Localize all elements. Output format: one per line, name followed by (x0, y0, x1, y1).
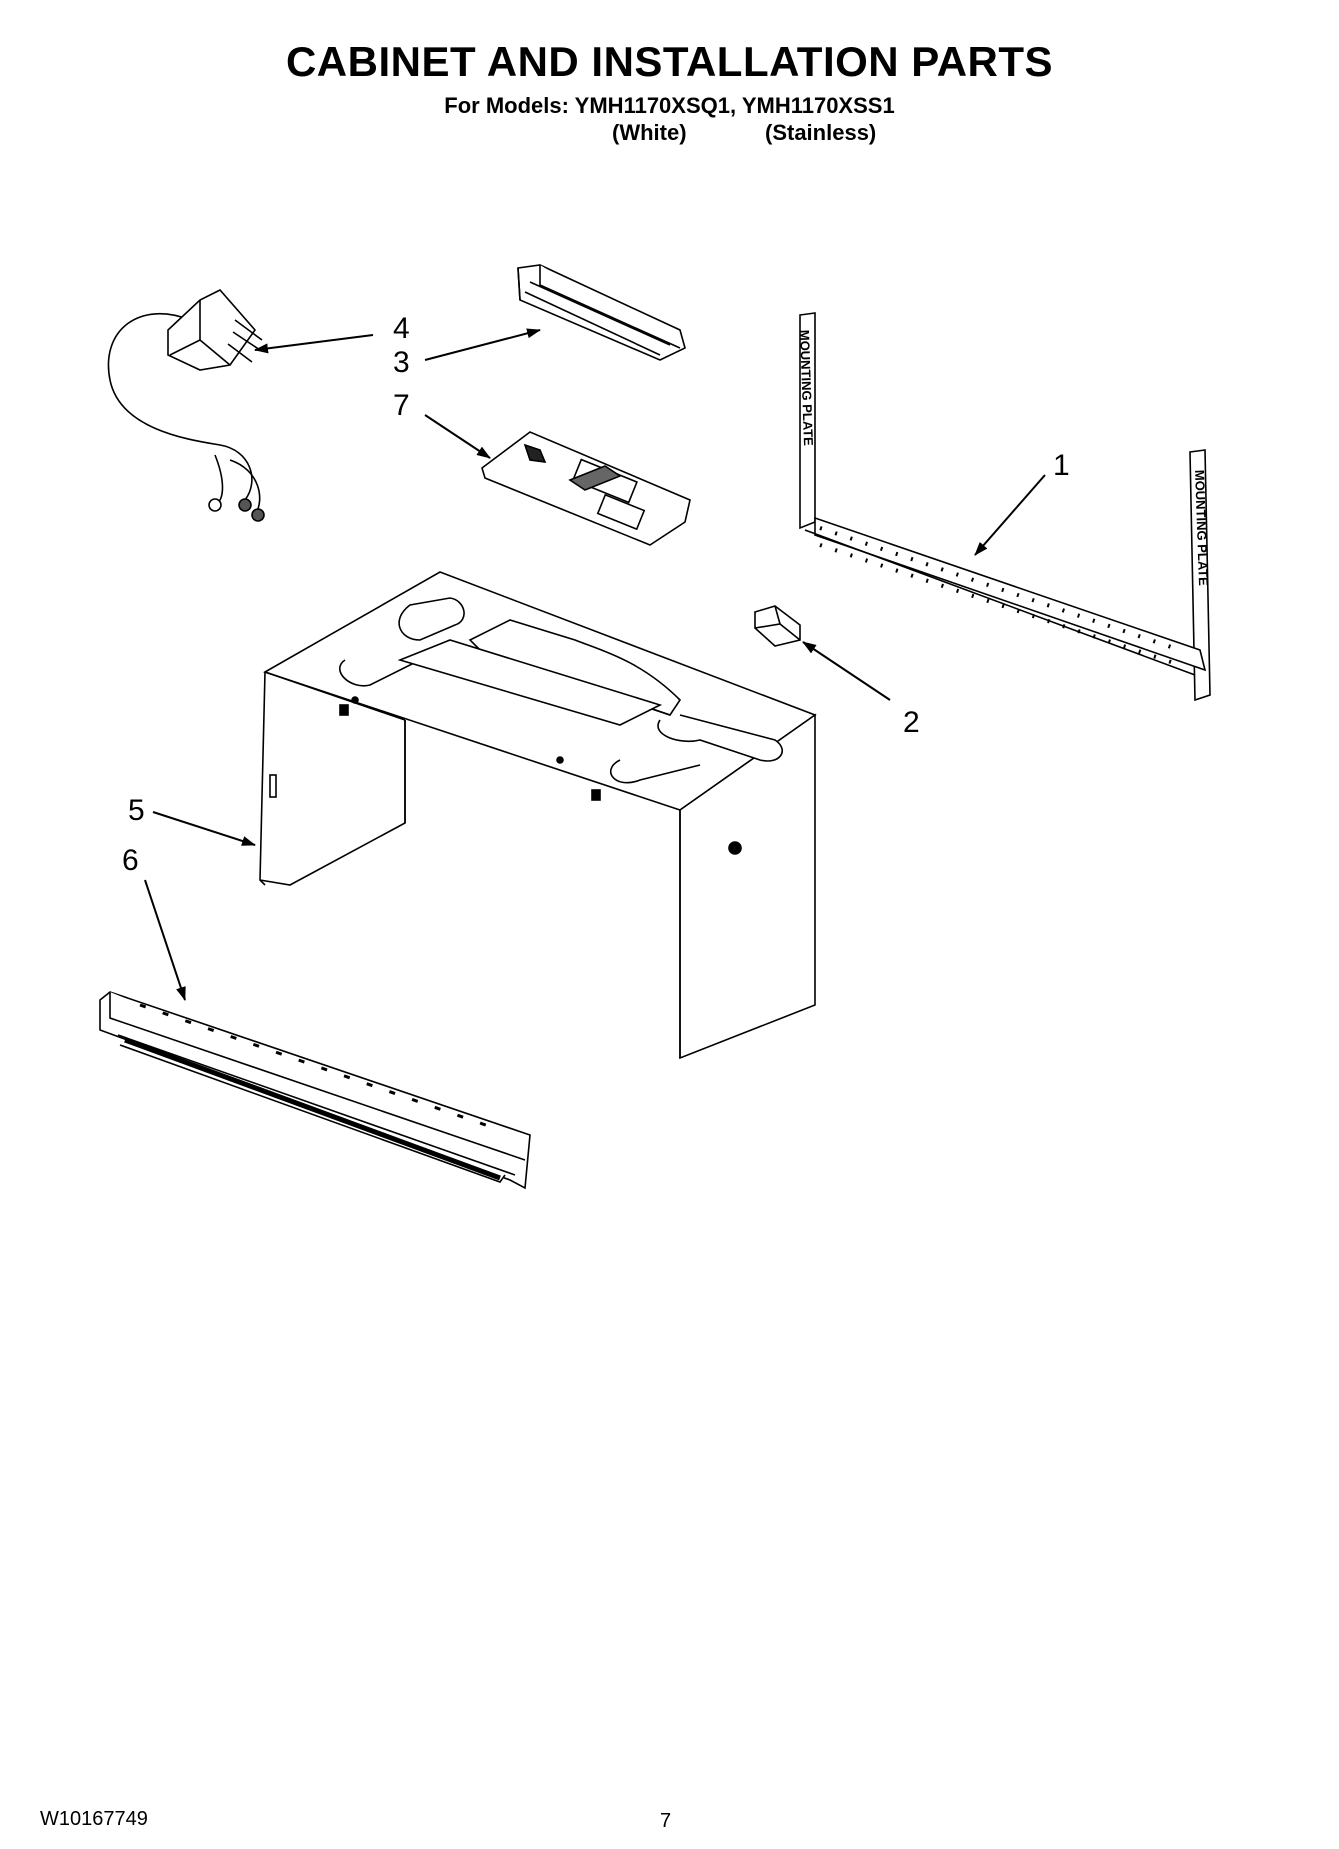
callout-3: 3 (393, 346, 410, 379)
variant-stainless-label: (Stainless) (765, 120, 877, 145)
mounting-plate-label-right: MOUNTING PLATE (1192, 470, 1211, 587)
grille-part (99, 991, 531, 1190)
callout-leaders (144, 328, 1046, 1001)
document-number: W10167749 (40, 1808, 148, 1830)
callout-4: 4 (393, 312, 410, 345)
vent-damper-part (517, 264, 686, 361)
callout-6: 6 (122, 844, 139, 877)
callout-5: 5 (128, 794, 145, 827)
mounting-plate-part: MOUNTING PLATE MOUNTING PLATE (797, 312, 1211, 702)
mounting-plate-label: MOUNTING PLATE (797, 330, 816, 447)
variant-white-label: (White) (612, 120, 687, 145)
callout-1: 1 (1053, 449, 1070, 482)
models-line: For Models: YMH1170XSQ1, YMH1170XSS1 (444, 93, 895, 118)
callout-7: 7 (393, 389, 410, 422)
power-cord-part (107, 289, 265, 522)
cabinet-wrapper-part (259, 571, 817, 1060)
bracket-plate-part (481, 431, 691, 546)
page-number: 7 (660, 1810, 672, 1832)
clip-part (754, 605, 801, 647)
callout-2: 2 (903, 706, 920, 739)
page-title: CABINET AND INSTALLATION PARTS (285, 38, 1054, 85)
